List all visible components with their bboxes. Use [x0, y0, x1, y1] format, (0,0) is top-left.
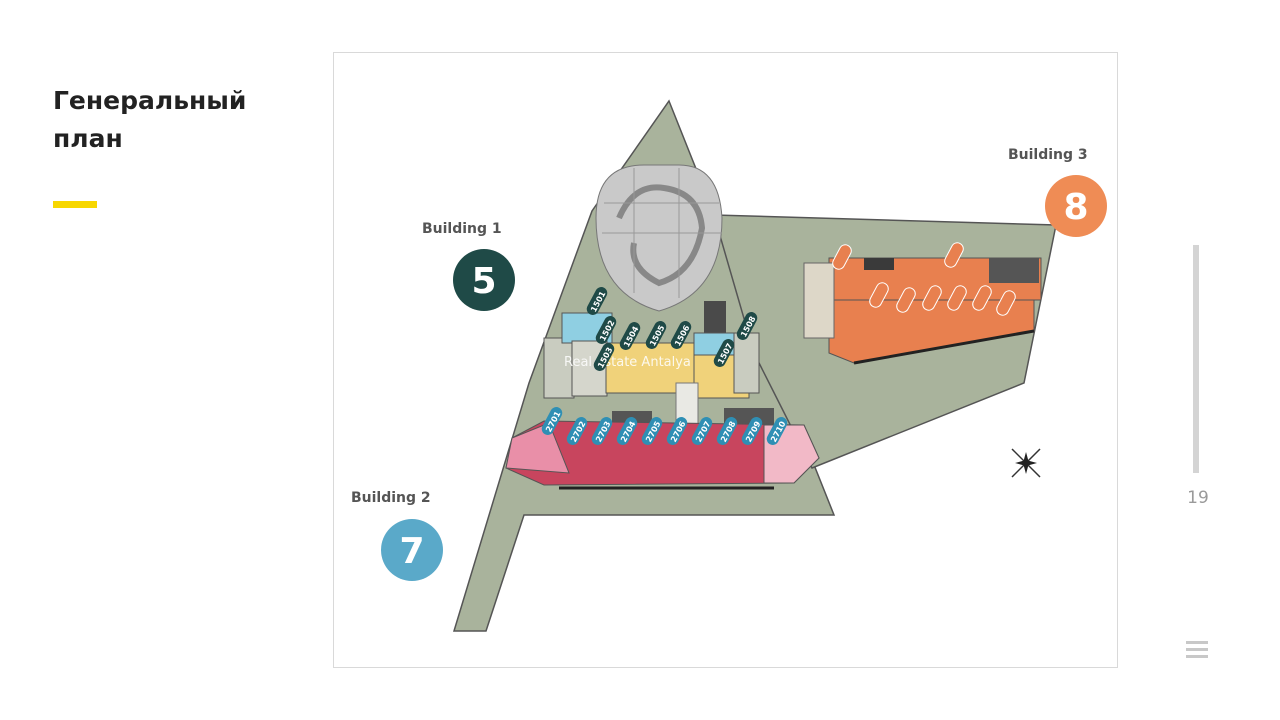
building-3-unit-tag: [869, 282, 889, 308]
building-2-label: Building 2: [351, 490, 431, 506]
title-accent-bar: [53, 201, 97, 208]
building-3-unit-tag: [896, 287, 916, 313]
building-3-unit-tag: [832, 244, 852, 270]
slide-scroll-track[interactable]: [1193, 245, 1199, 473]
compass-icon: [1011, 448, 1041, 478]
building-2-badge: [381, 519, 443, 581]
building-3-unit-tag: [972, 285, 992, 311]
building-1-number: 5: [471, 261, 496, 302]
menu-icon[interactable]: [1186, 641, 1208, 663]
slide-title: Генеральный план: [53, 82, 283, 158]
page-number: 19: [1187, 488, 1209, 508]
building-3-unit-tag: [996, 290, 1016, 316]
round-parking-structure: [595, 164, 726, 336]
building-1-label: Building 1: [422, 221, 502, 237]
building-2-number: 7: [399, 531, 424, 572]
building-3-unit-tag: [922, 285, 942, 311]
plan-watermark: Real Estate Antalya: [564, 355, 691, 370]
building-3-number: 8: [1063, 187, 1088, 228]
building-1-badge: [453, 249, 515, 311]
master-plan-image: Building 1 5 Building 2 7 Building 3 8 R…: [333, 52, 1118, 668]
block-27-units: [505, 420, 820, 490]
building-3-unit-tag: [947, 285, 967, 311]
building-3-unit-tag: [944, 242, 964, 268]
building-3-label: Building 3: [1008, 147, 1088, 163]
building-3-badge: [1045, 175, 1107, 237]
slide-title-line2: план: [53, 124, 123, 153]
master-plan-drawing: Building 1 5 Building 2 7 Building 3 8 R…: [351, 99, 1107, 632]
slide-title-line1: Генеральный: [53, 86, 247, 115]
